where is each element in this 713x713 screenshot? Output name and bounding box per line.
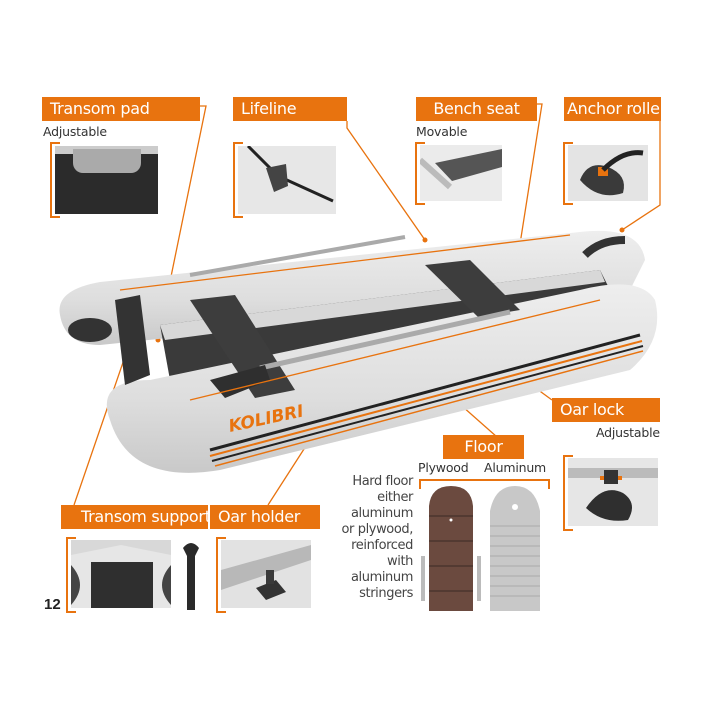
bracket-lifeline [233, 142, 243, 218]
bracket-oar-lock [563, 455, 573, 531]
floor-desc-line: reinforced [351, 538, 413, 553]
boat-illustration: KOLIBRI [59, 230, 658, 473]
page-number: 12 [44, 596, 61, 613]
label-oar-lock: Oar lock [552, 398, 660, 422]
bracket-transom-support [66, 537, 76, 613]
floor-desc-line: stringers [359, 586, 413, 601]
floor-bracket [419, 479, 550, 489]
floor-plywood-image [421, 486, 481, 611]
transom-pad-subtitle: Adjustable [43, 124, 107, 139]
bracket-transom-pad [50, 142, 60, 218]
floor-desc-line: aluminum [350, 506, 413, 521]
label-lifeline: Lifeline [233, 97, 347, 121]
floor-aluminum-image [490, 486, 540, 611]
floor-desc-line: Hard floor [352, 474, 413, 489]
thumb-oar-lock [568, 458, 658, 526]
thumb-transom-pad [55, 146, 158, 214]
bracket-oar-holder [216, 537, 226, 613]
label-bench-seat: Bench seat [416, 97, 537, 121]
thumb-transom-support [71, 540, 171, 608]
floor-description: Hard floor either aluminum or plywood, r… [340, 474, 413, 602]
floor-desc-line: aluminum [350, 570, 413, 585]
thumb-bench-seat [420, 145, 502, 201]
thumb-oar-holder [221, 540, 311, 608]
transom-support-rod-image [183, 543, 199, 610]
thumb-lifeline [238, 146, 336, 214]
label-transom-support: Transom support [61, 505, 211, 529]
bench-seat-subtitle: Movable [416, 124, 468, 139]
thumb-anchor-roller [568, 145, 648, 201]
label-anchor-roller: Anchor roller [564, 97, 666, 121]
label-oar-holder: Oar holder [210, 505, 320, 529]
label-floor: Floor [443, 435, 524, 459]
label-transom-pad: Transom pad [42, 97, 200, 121]
floor-desc-line: with [387, 554, 413, 569]
floor-desc-line: or plywood, [341, 522, 413, 537]
floor-option-plywood: Plywood [418, 460, 469, 475]
bracket-bench-seat [415, 142, 425, 205]
floor-desc-line: either [377, 490, 413, 505]
floor-option-aluminum: Aluminum [484, 460, 547, 475]
bracket-anchor-roller [563, 142, 573, 205]
oar-lock-subtitle: Adjustable [596, 425, 660, 440]
